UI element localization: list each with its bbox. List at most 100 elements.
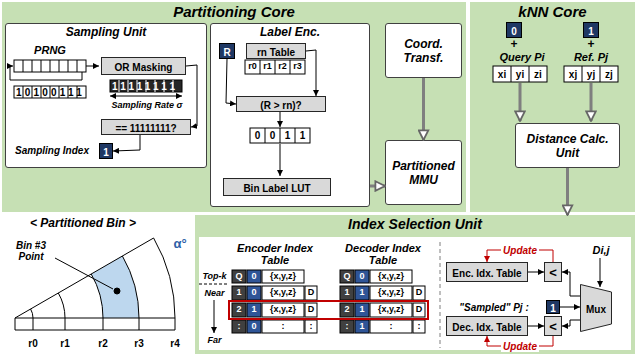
label-text: Near bbox=[199, 288, 230, 299]
node-text: Mux bbox=[586, 304, 606, 315]
table-cell-box bbox=[355, 270, 369, 283]
label-text: zi bbox=[529, 66, 547, 82]
table-cell: 2 bbox=[232, 303, 246, 317]
table-cell-box bbox=[413, 320, 425, 333]
node-text: 1 bbox=[588, 26, 594, 37]
highlight-row bbox=[229, 301, 428, 319]
label-text: r0 bbox=[245, 60, 260, 74]
label-text: Decoder Index Table bbox=[337, 240, 429, 268]
node-text: rn Table bbox=[257, 47, 295, 58]
node-text: 1 bbox=[550, 303, 556, 314]
table-cell: : bbox=[340, 320, 354, 333]
connector bbox=[560, 307, 580, 308]
label-text: 0 bbox=[265, 128, 280, 143]
label-text: r0 bbox=[24, 336, 42, 350]
table-cell-box bbox=[355, 320, 369, 333]
bin-3-fill bbox=[91, 256, 139, 318]
node-text: Enc. Idx. Table bbox=[452, 268, 521, 279]
label-text: yi bbox=[511, 66, 529, 82]
process-box: rn Table bbox=[246, 43, 306, 59]
process-box: Coord. Transf. bbox=[385, 23, 462, 78]
node-text: == 11111111? bbox=[115, 123, 176, 134]
rate-span bbox=[110, 96, 182, 97]
table-cell: : bbox=[262, 320, 304, 333]
query-arrow bbox=[519, 83, 522, 121]
node-text: 1 bbox=[103, 147, 109, 158]
label-text: + bbox=[583, 38, 599, 51]
table-cell-box bbox=[305, 303, 317, 317]
table-cell-box bbox=[262, 270, 304, 283]
label-text: < Partitioned Bin > bbox=[8, 216, 158, 231]
connector bbox=[186, 65, 197, 127]
table-cell-box bbox=[232, 270, 246, 283]
prng-register bbox=[14, 60, 86, 72]
node-text: < bbox=[549, 320, 557, 334]
table-cell: {x,y,z} bbox=[370, 303, 412, 317]
label-text: r2 bbox=[94, 336, 112, 350]
label-text: xi bbox=[493, 66, 511, 82]
label-text: α° bbox=[168, 236, 192, 252]
table-cell: 2 bbox=[340, 303, 354, 317]
connector bbox=[566, 168, 569, 215]
table-cell: 0 bbox=[247, 286, 261, 300]
table-cell-box bbox=[247, 286, 261, 300]
mask-bits bbox=[110, 80, 182, 92]
label-text: r2 bbox=[275, 60, 290, 74]
table-cell-box bbox=[305, 286, 317, 300]
feedback-wire bbox=[10, 66, 82, 80]
mux-symbol: Mux bbox=[580, 284, 612, 332]
query-dividers bbox=[511, 66, 529, 82]
flag-cell: 0 bbox=[506, 22, 522, 38]
table-cell: : bbox=[413, 320, 425, 333]
table-cell-box bbox=[262, 303, 304, 317]
table-cell: : bbox=[305, 320, 317, 333]
node-text: Partitioned MMU bbox=[386, 160, 461, 186]
flag-cell: 1 bbox=[99, 143, 113, 159]
compare-arrow bbox=[280, 112, 281, 127]
table-cell-box bbox=[355, 286, 369, 300]
table-cell-box bbox=[413, 303, 425, 317]
edge-label: Update bbox=[501, 245, 539, 256]
node-text: Bin Label LUT bbox=[243, 183, 310, 194]
table-cell: D bbox=[305, 286, 317, 300]
label-text: Far bbox=[199, 335, 230, 346]
table-cell-box bbox=[232, 286, 246, 300]
process-box: Bin Label LUT bbox=[223, 178, 331, 196]
flag-cell: 1 bbox=[546, 300, 560, 314]
process-box: (R > rn)? bbox=[236, 96, 326, 112]
table-cell-box bbox=[340, 286, 354, 300]
table-cell-box bbox=[370, 303, 412, 317]
table-cell-box bbox=[262, 286, 304, 300]
mux-outline bbox=[581, 285, 612, 332]
connector bbox=[226, 59, 236, 104]
ref-cells bbox=[564, 66, 618, 82]
connector bbox=[562, 272, 580, 296]
process-box: Enc. Idx. Table bbox=[446, 262, 528, 282]
random-bits bbox=[14, 86, 86, 98]
node-text: Distance Calc. Unit bbox=[516, 133, 619, 159]
ref-arrow bbox=[590, 83, 593, 121]
label-text: + bbox=[506, 38, 522, 51]
table-cell-box bbox=[247, 270, 261, 283]
panel-box: Partitioning CoreSampling UnitOR Masking… bbox=[2, 2, 466, 212]
table-cell: {x,y,z} bbox=[262, 270, 304, 283]
table-cell: {x,y,z} bbox=[262, 286, 304, 300]
table-cell-box bbox=[370, 270, 412, 283]
bin-point bbox=[114, 288, 120, 294]
register-cells bbox=[23, 60, 77, 72]
label-text: Di,j bbox=[584, 243, 618, 257]
node-text: Partitioning Core bbox=[2, 4, 466, 21]
label-text: Bin #3 Point bbox=[8, 238, 54, 264]
table-cell: D bbox=[305, 303, 317, 317]
label-text: 1 bbox=[295, 128, 310, 143]
table-cell-box bbox=[232, 320, 246, 333]
label-text: 1 bbox=[280, 128, 295, 143]
flag-cell: 1 bbox=[583, 22, 599, 38]
panel-box: Label Enc.Rrn Table(R > rn)?Bin Label LU… bbox=[210, 23, 370, 207]
table-cell: D bbox=[413, 286, 425, 300]
table-cell-box bbox=[370, 286, 412, 300]
label-text: "Sampled" Pj : bbox=[444, 300, 544, 314]
table-cell: 0 bbox=[247, 270, 261, 283]
process-box: < bbox=[544, 316, 562, 336]
